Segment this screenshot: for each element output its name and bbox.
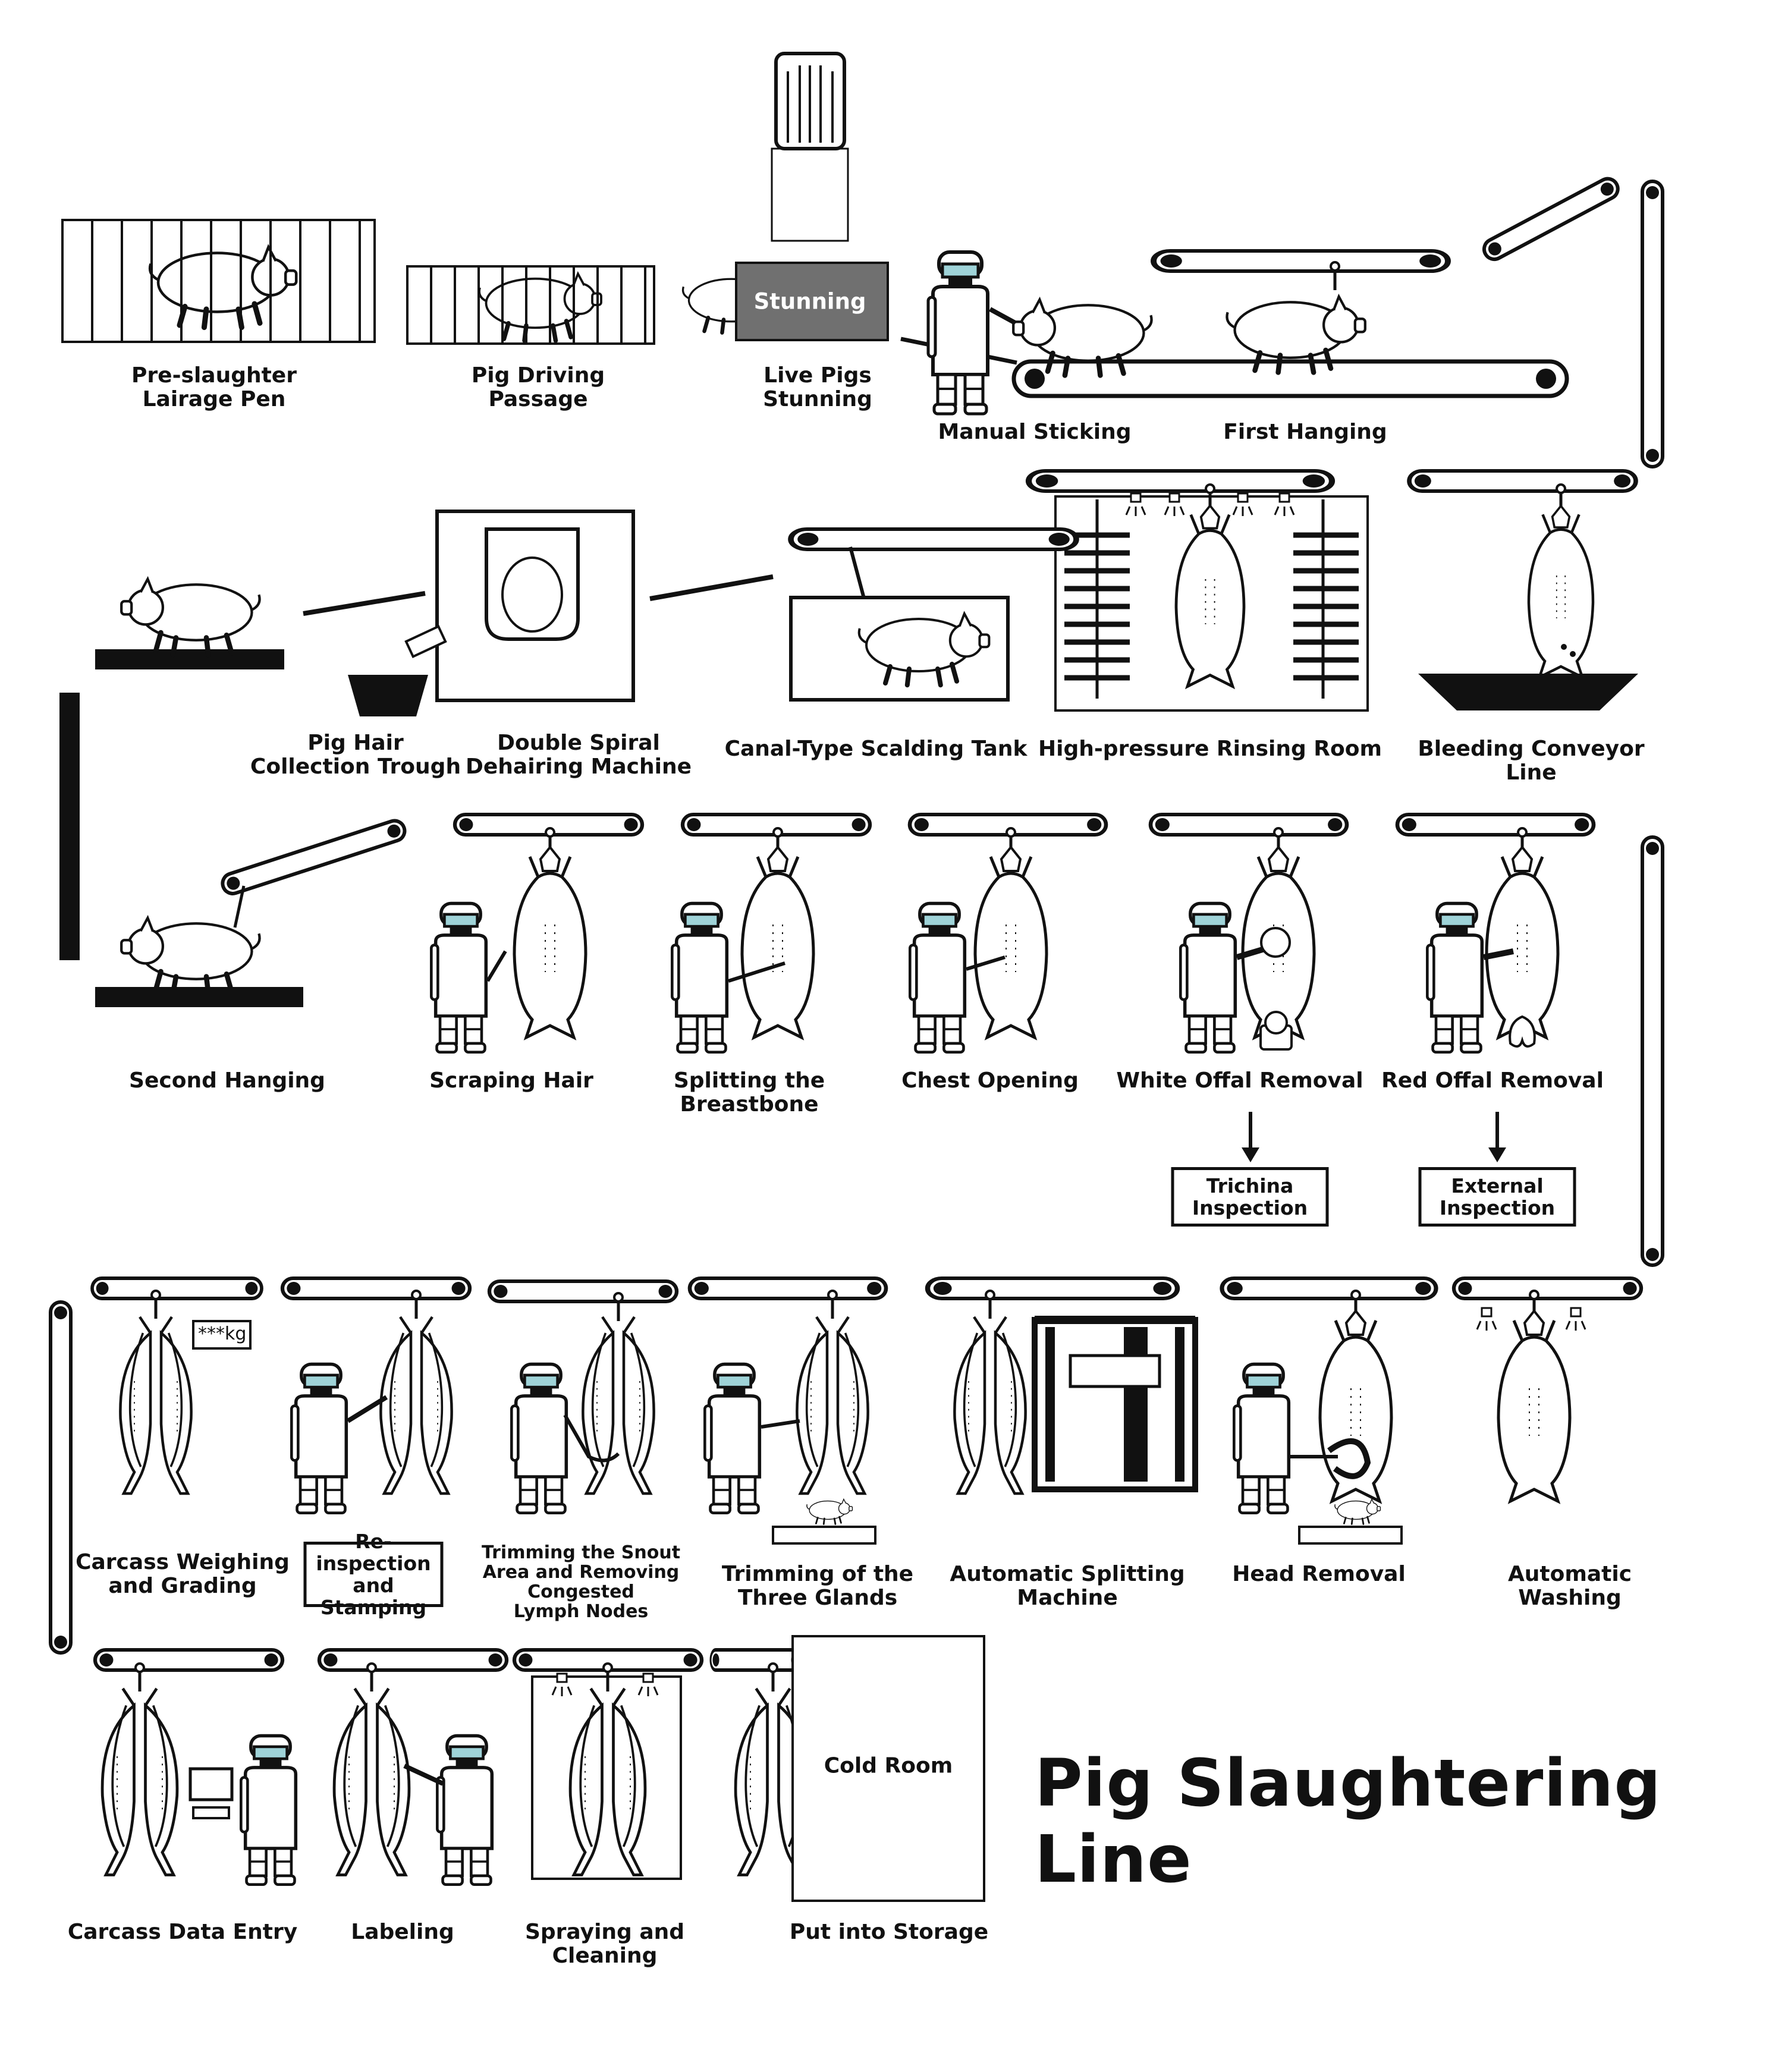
trichina-inspection-box: Trichina Inspection xyxy=(1171,1167,1329,1227)
dehairing-machine-icon xyxy=(303,510,635,702)
label-scraping: Scraping Hair xyxy=(429,1068,593,1093)
scraping-hair-icon xyxy=(431,815,642,1052)
label-breastbone: Splitting the Breastbone xyxy=(673,1068,825,1117)
label-chest: Chest Opening xyxy=(901,1068,1079,1093)
carcass-weighing-icon xyxy=(92,1278,262,1494)
label-bleeding: Bleeding Conveyor Line xyxy=(1418,737,1645,785)
splitting-breastbone-icon xyxy=(672,815,870,1052)
sticking-conveyor-icon xyxy=(900,251,1569,414)
label-snout: Trimming the Snout Area and Removing Con… xyxy=(481,1542,681,1622)
label-spraying: Spraying and Cleaning xyxy=(524,1920,685,1968)
lairage-pen-icon xyxy=(61,219,376,343)
right-rail-icon xyxy=(1641,835,1664,1267)
red-offal-removal-icon xyxy=(1397,815,1594,1162)
label-splitting: Automatic Splitting Machine xyxy=(950,1562,1185,1610)
label-dehairing: Double Spiral Dehairing Machine xyxy=(465,731,692,779)
driving-passage-icon xyxy=(406,265,655,345)
scalding-tank-icon xyxy=(649,529,1076,702)
cold-room-icon xyxy=(711,1635,985,1902)
snout-trimming-icon xyxy=(489,1281,677,1513)
cold-room-label: Cold Room xyxy=(824,1753,953,1778)
stunning-icon xyxy=(683,52,889,341)
label-scalding: Canal-Type Scalding Tank xyxy=(724,737,1028,761)
white-offal-removal-icon xyxy=(1151,815,1347,1162)
label-driving: Pig Driving Passage xyxy=(471,363,605,411)
page-title: Pig Slaughtering Line xyxy=(1035,1745,1662,1897)
three-glands-icon xyxy=(690,1278,886,1545)
stunning-box-text: Stunning xyxy=(753,288,866,315)
label-lairage: Pre-slaughter Lairage Pen xyxy=(131,363,297,411)
label-hair-trough: Pig Hair Collection Trough xyxy=(250,731,461,779)
labeling-icon xyxy=(319,1650,507,1885)
label-labeling: Labeling xyxy=(351,1920,454,1944)
return-rails-icon xyxy=(1482,177,1664,469)
spraying-cleaning-icon xyxy=(514,1650,702,1880)
label-head: Head Removal xyxy=(1232,1562,1406,1586)
scale-readout: ***kg xyxy=(198,1323,247,1344)
label-rinsing: High-pressure Rinsing Room xyxy=(1038,737,1382,761)
external-inspection-box: External Inspection xyxy=(1418,1167,1576,1227)
data-entry-icon xyxy=(95,1650,296,1885)
label-red-offal: Red Offal Removal xyxy=(1381,1068,1604,1093)
label-storage: Put into Storage xyxy=(789,1920,989,1944)
rinsing-room-icon xyxy=(1029,471,1369,712)
chest-opening-icon xyxy=(910,815,1106,1052)
label-weighing: Carcass Weighing and Grading xyxy=(76,1550,290,1598)
left-rail-row4-icon xyxy=(49,1300,73,1655)
label-washing: Automatic Washing xyxy=(1507,1562,1632,1610)
left-rail-icon xyxy=(59,693,80,960)
label-second-hanging: Second Hanging xyxy=(129,1068,325,1093)
head-removal-icon xyxy=(1222,1278,1436,1545)
label-data-entry: Carcass Data Entry xyxy=(67,1920,298,1944)
label-sticking: Manual Sticking xyxy=(938,420,1132,444)
label-white-offal: White Offal Removal xyxy=(1116,1068,1363,1093)
bleeding-conveyor-icon xyxy=(1409,471,1638,710)
second-hanging-icon xyxy=(95,819,407,1007)
hair-trough-icon xyxy=(95,579,428,716)
reinspection-box: Re-inspection and Stamping xyxy=(303,1530,444,1618)
splitting-machine-icon xyxy=(928,1278,1198,1494)
label-first-hanging: First Hanging xyxy=(1223,420,1387,444)
reinspection-icon xyxy=(282,1278,470,1513)
label-stunning: Live Pigs Stunning xyxy=(763,363,872,411)
label-glands: Trimming of the Three Glands xyxy=(721,1562,914,1610)
